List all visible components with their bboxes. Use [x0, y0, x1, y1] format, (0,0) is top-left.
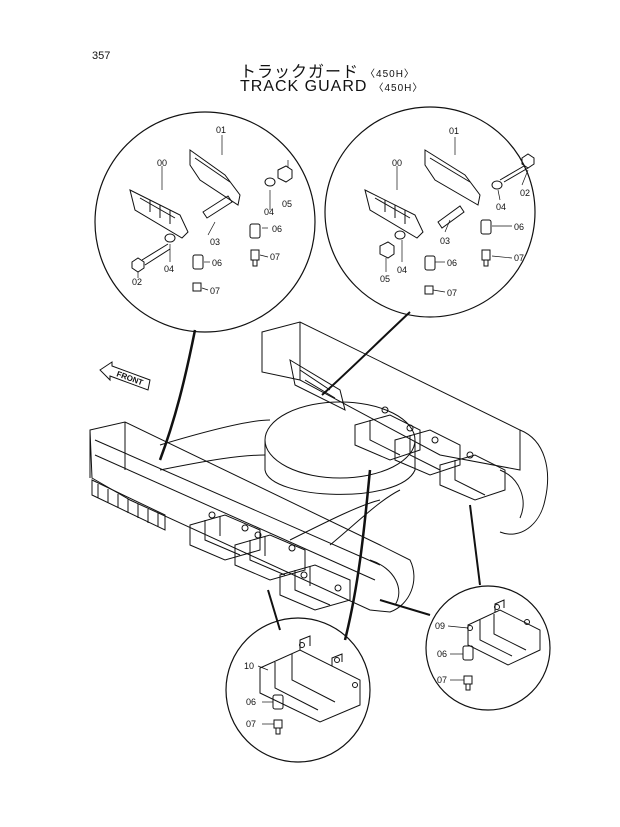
bottom-left-circle-callouts: 10 06 07	[244, 661, 256, 729]
callout-right-06b: 06	[447, 258, 457, 268]
callout-left-06b: 06	[212, 258, 222, 268]
callout-br-06: 06	[437, 649, 447, 659]
front-track-guard-near	[91, 479, 166, 531]
leader-line-bottom-right-b	[379, 599, 431, 616]
front-arrow-icon	[99, 361, 151, 391]
leader-line-bottom-center	[343, 469, 372, 641]
callout-left-01: 01	[216, 125, 226, 135]
callout-right-03: 03	[440, 236, 450, 246]
callout-bl-10: 10	[244, 661, 254, 671]
title-en-text: TRACK GUARD	[240, 78, 368, 95]
left-circle-callouts: 01 00 05 04 03 06 04 06 02 07 07	[132, 125, 292, 296]
leader-line-left	[158, 329, 197, 461]
title-japanese: トラックガード〈450H〉	[240, 58, 415, 82]
callout-right-04a: 04	[496, 202, 506, 212]
track-frame	[89, 321, 548, 613]
callout-bl-07: 07	[246, 719, 256, 729]
callout-right-07a: 07	[514, 253, 524, 263]
callout-right-02: 02	[520, 188, 530, 198]
right-circle-callouts: 01 00 02 04 03 06 07 05 04 06 07	[380, 126, 530, 298]
bottom-right-callout-leaders	[447, 625, 469, 681]
callout-left-05: 05	[282, 199, 292, 209]
page-number: 357	[92, 50, 111, 62]
title-english: TRACK GUARD 〈450H〉	[240, 78, 423, 96]
callout-left-07a: 07	[270, 252, 280, 262]
callout-br-07: 07	[437, 675, 447, 685]
callout-bl-06: 06	[246, 697, 256, 707]
callout-left-02: 02	[132, 277, 142, 287]
callout-right-06a: 06	[514, 222, 524, 232]
leader-line-bottom-left	[267, 589, 281, 631]
callout-right-05: 05	[380, 274, 390, 284]
callout-left-07b: 07	[210, 286, 220, 296]
callout-right-04b: 04	[397, 265, 407, 275]
callout-left-03: 03	[210, 237, 220, 247]
model-en: 〈450H〉	[373, 83, 424, 94]
detail-circle-left	[94, 111, 316, 333]
detail-circle-bottom-left	[225, 617, 371, 763]
callout-left-00: 00	[157, 158, 167, 168]
title-jp-text: トラックガード	[240, 64, 360, 81]
roller-guards-far	[354, 406, 506, 501]
callout-br-09: 09	[435, 621, 445, 631]
model-jp: 〈450H〉	[365, 69, 415, 80]
leader-line-bottom-right-a	[469, 504, 481, 586]
detail-circle-right	[324, 106, 536, 318]
roller-guards-near	[189, 511, 351, 611]
callout-left-04a: 04	[264, 207, 274, 217]
callout-right-00: 00	[392, 158, 402, 168]
detail-circle-bottom-right	[425, 585, 551, 711]
right-callout-leaders	[385, 137, 529, 293]
bottom-left-callout-leaders	[257, 665, 274, 725]
bottom-right-circle-callouts: 09 06 07	[435, 621, 447, 685]
left-callout-leaders	[137, 135, 289, 291]
callout-left-06a: 06	[272, 224, 282, 234]
callout-right-01: 01	[449, 126, 459, 136]
front-track-guard-far	[289, 358, 346, 411]
callout-left-04b: 04	[164, 264, 174, 274]
callout-right-07b: 07	[447, 288, 457, 298]
leader-line-right	[321, 311, 411, 396]
